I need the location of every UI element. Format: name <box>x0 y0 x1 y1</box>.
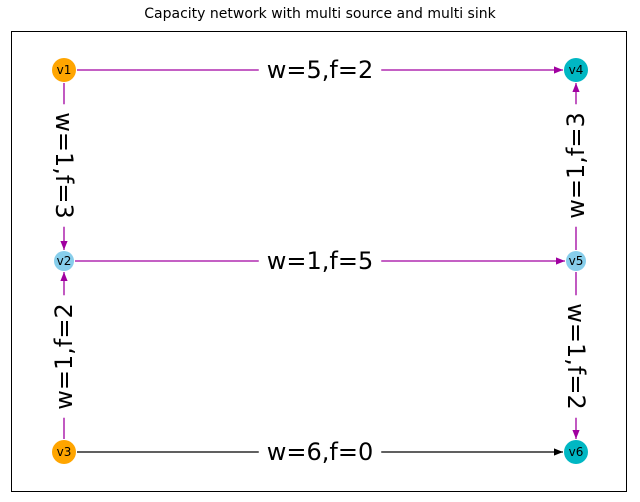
node-v6 <box>564 440 588 464</box>
edge-label-background <box>258 440 382 464</box>
node-label-v4: v4 <box>569 63 584 77</box>
plot-frame <box>11 31 627 492</box>
edge-label: w=1,f=2 <box>562 303 590 409</box>
edge-label-group: w=1,f=2 <box>50 295 78 418</box>
node-v3 <box>52 440 76 464</box>
edge-label-group: w=1,f=2 <box>562 295 590 418</box>
edge-label-background <box>52 295 76 418</box>
edge-label: w=1,f=3 <box>50 112 78 218</box>
node-v4 <box>564 58 588 82</box>
edge-label-group: w=1,f=5 <box>258 247 382 275</box>
edge-label-background <box>52 104 76 227</box>
edge-label-background <box>564 295 588 418</box>
edge-label-background <box>258 249 382 273</box>
edge-label: w=1,f=2 <box>50 303 78 409</box>
node-v1 <box>52 58 76 82</box>
edge-label-group: w=1,f=3 <box>50 104 78 227</box>
edge-label-group: w=6,f=0 <box>258 438 382 466</box>
node-v2 <box>54 251 74 271</box>
edge-label: w=1,f=5 <box>267 247 373 275</box>
diagram-title: Capacity network with multi source and m… <box>144 6 496 22</box>
node-label-v5: v5 <box>569 254 584 268</box>
node-label-v2: v2 <box>57 254 72 268</box>
edge-label: w=1,f=3 <box>562 112 590 218</box>
edge-label-background <box>564 104 588 227</box>
edge-label: w=6,f=0 <box>267 438 373 466</box>
node-label-v6: v6 <box>569 445 584 459</box>
edge-label: w=5,f=2 <box>267 56 373 84</box>
node-label-v1: v1 <box>57 63 72 77</box>
edge-label-group: w=5,f=2 <box>258 56 382 84</box>
node-label-v3: v3 <box>57 445 72 459</box>
edge-label-group: w=1,f=3 <box>562 104 590 227</box>
edge-label-background <box>258 58 382 82</box>
node-v5 <box>566 251 586 271</box>
